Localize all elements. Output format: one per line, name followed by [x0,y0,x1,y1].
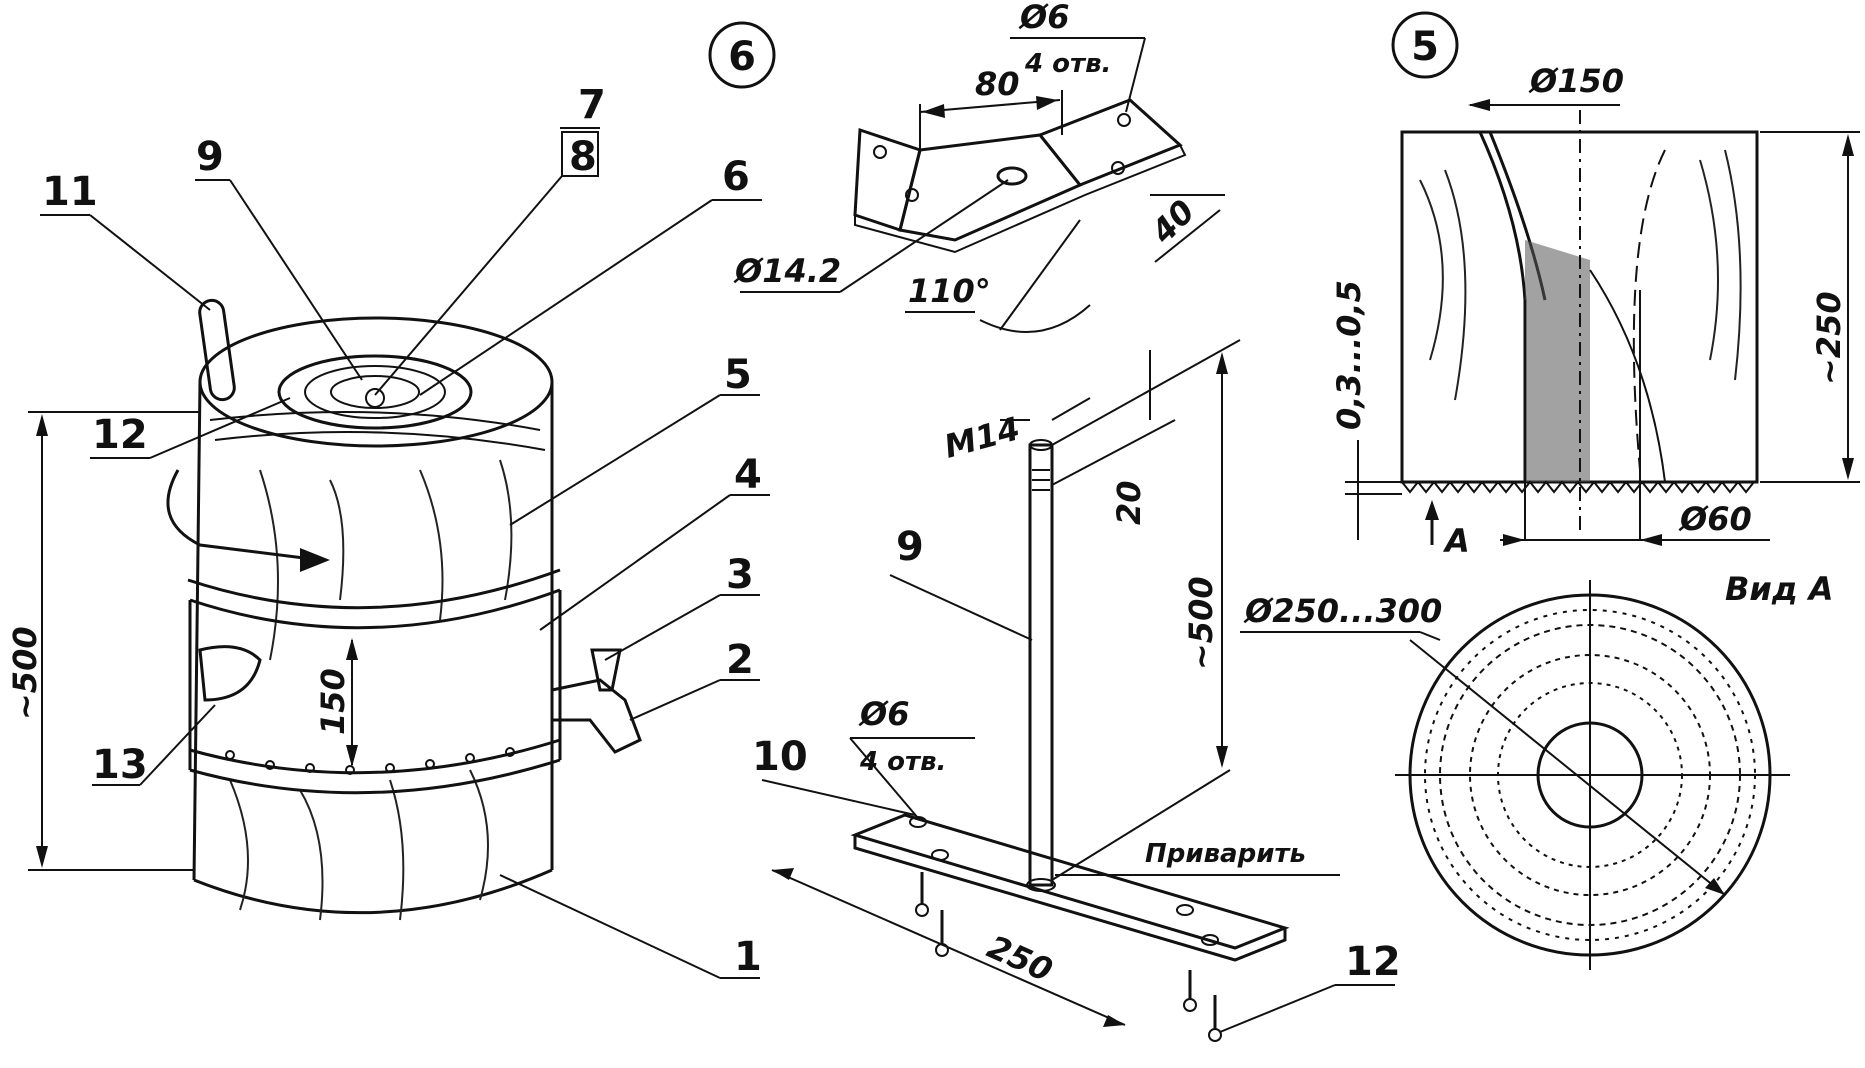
assembly-body [166,298,642,921]
label-bracket-center-hole: Ø14.2 [733,252,841,290]
callouts-left: 11 9 7 8 6 12 5 4 3 2 [40,82,770,980]
callout-7: 7 [578,82,606,128]
label-grater-h: ~250 [1810,291,1848,385]
callout-6: 6 [722,154,750,200]
label-view: Вид А [1725,570,1834,608]
label-base-holes-count: 4 отв. [859,747,946,777]
base-plate-part [850,813,1290,1042]
label-rod-len: ~500 [1182,576,1220,670]
callout-12b: 12 [1345,939,1401,985]
label-bracket-angle: 110° [908,272,991,310]
bracket-part [853,98,1187,254]
label-bracket-40: 40 [1143,192,1202,251]
callout-3: 3 [726,552,754,598]
callout-2: 2 [726,637,754,683]
callout-5: 5 [724,352,752,398]
callout-10: 10 [752,734,808,780]
callout-4: 4 [734,452,762,498]
callout-13: 13 [92,742,148,788]
label-band-150: 150 [314,668,352,735]
label-height-500: ~500 [6,626,44,720]
label-grater-d: Ø150 [1528,62,1624,100]
circled-number-5: 5 [1391,11,1459,79]
label-bore-d: Ø60 [1678,500,1752,538]
grater-dimensions: Ø150 ~250 0,3...0,5 A Ø60 [1330,62,1860,560]
grater-cylinder [1400,110,1759,540]
callout-12: 12 [92,412,148,458]
svg-text:5: 5 [1411,24,1439,70]
bracket-dimensions: Ø6 4 отв. 80 40 Ø14.2 110° [733,0,1225,333]
label-view-arrow: A [1442,522,1470,560]
dim-height-500: ~500 [6,411,200,871]
label-weld-note: Приварить [1145,839,1306,869]
grater-disc-view: Вид А Ø250...300 [1240,570,1834,970]
label-base-len: 250 [982,928,1058,990]
callout-9: 9 [196,134,224,180]
label-bracket-80: 80 [975,65,1020,103]
label-disc-d: Ø250...300 [1243,592,1442,630]
label-rod-thread: M14 [940,409,1024,465]
dim-band-150: 150 [314,638,358,767]
callout-9b: 9 [896,524,924,570]
rod-base-dimensions: M14 20 ~500 9 Ø6 4 отв. 10 Приварить 250… [752,339,1401,1033]
rod-part [1028,439,1054,887]
callout-1: 1 [734,934,762,980]
label-base-hole-d: Ø6 [858,695,909,733]
circled-number-6: 6 [708,21,776,89]
label-bracket-hole-d: Ø6 [1018,0,1069,36]
callout-11: 11 [42,169,98,215]
svg-text:6: 6 [728,34,756,80]
label-teeth-h: 0,3...0,5 [1330,280,1368,430]
label-bracket-holes-count: 4 отв. [1024,49,1111,79]
label-rod-thread-len: 20 [1110,480,1148,525]
callout-8: 8 [569,134,597,180]
